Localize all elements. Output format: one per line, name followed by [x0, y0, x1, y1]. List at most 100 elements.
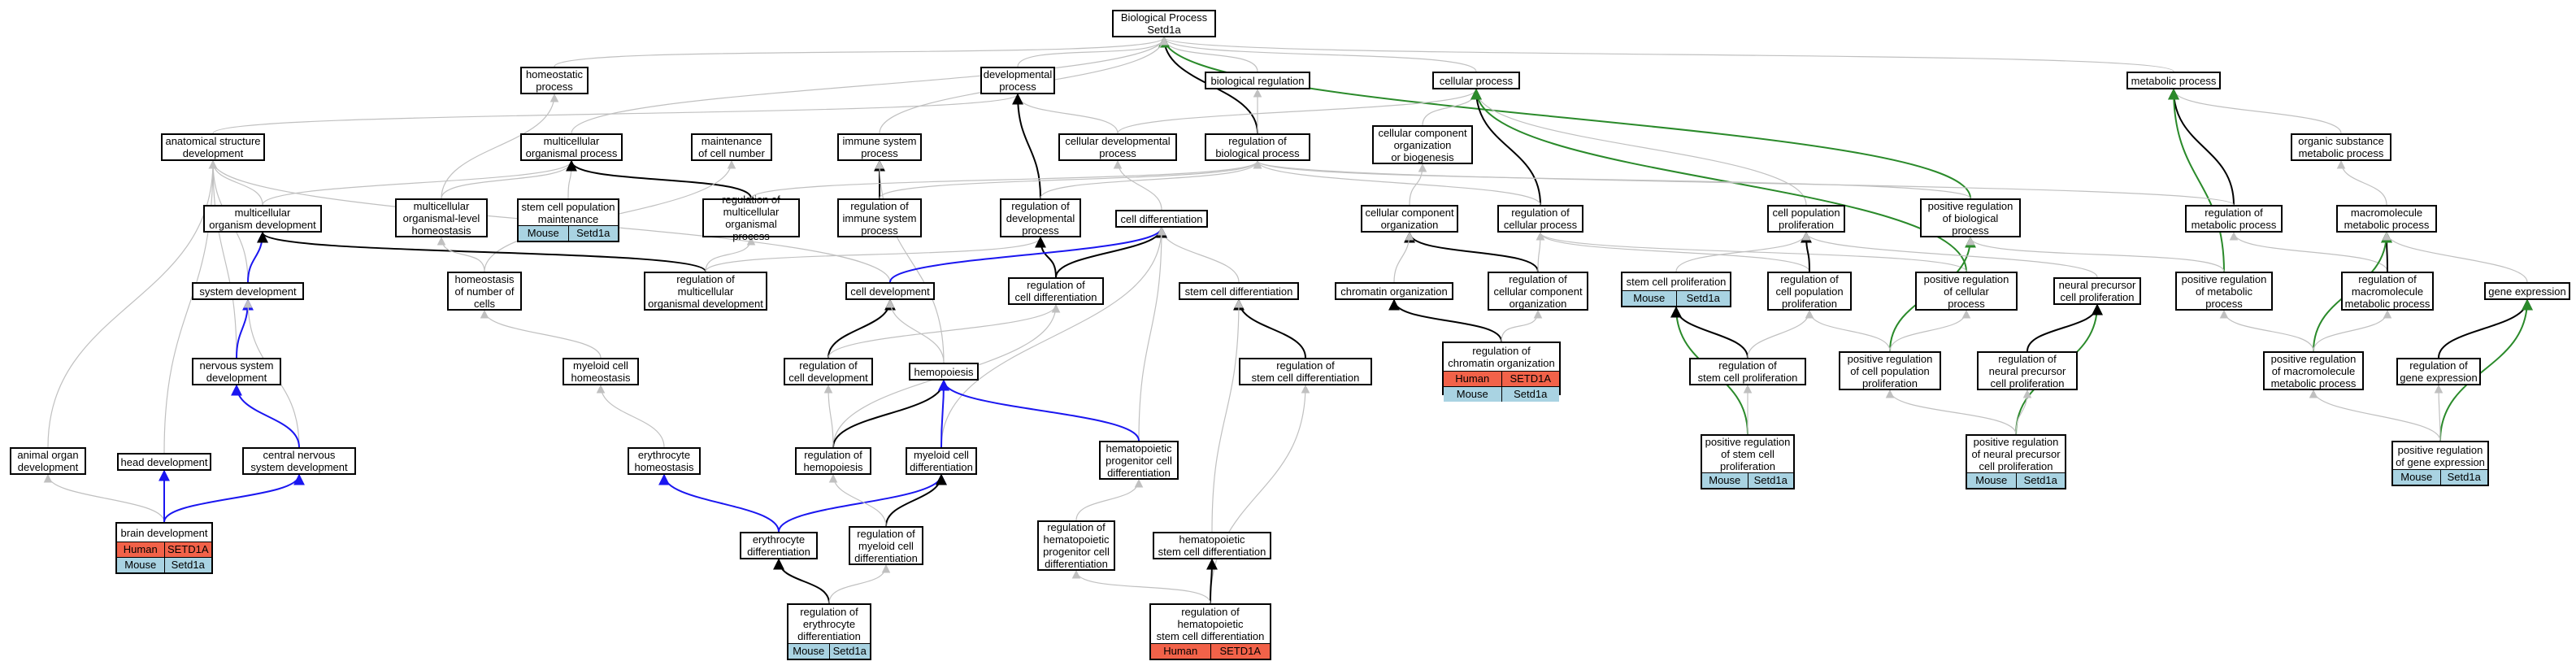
node-multicellular-organism-development[interactable]: multicellular organism development: [203, 205, 322, 233]
node-system-development[interactable]: system development: [192, 282, 304, 300]
species-cell: Mouse: [1702, 473, 1748, 488]
node-regulation-of-metabolic-process[interactable]: regulation of metabolic process: [2185, 205, 2283, 233]
node-regulation-of-hematopoietic-progenitor-cell-differentiation[interactable]: regulation of hematopoietic progenitor c…: [1037, 520, 1115, 571]
edge-reg_scp-to-scp: [1670, 306, 1748, 359]
node-organic-substance-metabolic-process[interactable]: organic substance metabolic process: [2291, 133, 2391, 161]
node-regulation-of-cell-development[interactable]: regulation of cell development: [784, 358, 873, 385]
node-gene-expression[interactable]: gene expression: [2484, 282, 2570, 300]
node-animal-organ-development[interactable]: animal organ development: [10, 447, 86, 475]
node-myeloid-cell-differentiation[interactable]: myeloid cell differentiation: [906, 447, 977, 475]
node-homeostasis-of-number-of-cells[interactable]: homeostasis of number of cells: [447, 272, 522, 311]
node-stem-cell-differentiation[interactable]: stem cell differentiation: [1179, 282, 1299, 300]
node-regulation-of-stem-cell-proliferation[interactable]: regulation of stem cell proliferation: [1689, 358, 1806, 385]
edge-reg_macro-to-reg_met: [2229, 231, 2388, 272]
edge-nsd-to-sys_dev: [236, 298, 254, 359]
node-developmental-process[interactable]: developmental process: [980, 67, 1055, 94]
edge-stem_diff-to-cell_diff: [1157, 226, 1240, 283]
node-immune-system-process[interactable]: immune system process: [837, 133, 922, 161]
node-regulation-of-macromolecule-metabolic-process[interactable]: regulation of macromolecule metabolic pr…: [2341, 272, 2434, 311]
node-metabolic-process[interactable]: metabolic process: [2126, 72, 2221, 89]
node-head-development[interactable]: head development: [117, 453, 211, 471]
node-label: organic substance metabolic process: [2298, 135, 2384, 159]
node-positive-regulation-of-macromolecule-metabolic-process[interactable]: positive regulation of macromolecule met…: [2263, 351, 2364, 390]
edge-reg_ery-to-reg_myeloid: [828, 563, 891, 604]
node-label: regulation of hematopoietic stem cell di…: [1156, 606, 1265, 642]
node-hematopoietic-progenitor-cell-differentiation[interactable]: hematopoietic progenitor cell differenti…: [1099, 441, 1179, 480]
node-regulation-of-gene-expression[interactable]: regulation of gene expression: [2396, 358, 2481, 385]
node-label: immune system process: [842, 135, 917, 159]
node-cellular-developmental-process[interactable]: cellular developmental process: [1058, 133, 1177, 161]
node-positive-regulation-of-cellular-process[interactable]: positive regulation of cellular process: [1915, 272, 2018, 311]
node-chromatin-organization[interactable]: chromatin organization: [1335, 282, 1453, 300]
node-label: stem cell proliferation: [1626, 276, 1727, 288]
node-positive-regulation-of-stem-cell-proliferation[interactable]: positive regulation of stem cell prolife…: [1701, 434, 1795, 489]
node-regulation-of-cellular-process[interactable]: regulation of cellular process: [1497, 205, 1583, 233]
node-regulation-of-cellular-component-organization[interactable]: regulation of cellular component organiz…: [1488, 272, 1588, 311]
edge-hemopoiesis-to-cell_dev: [885, 298, 945, 363]
node-hemopoiesis[interactable]: hemopoiesis: [909, 363, 979, 381]
node-label: multicellular organism development: [209, 207, 316, 231]
edge-org_sub-to-metabolic: [2169, 88, 2342, 134]
node-hematopoietic-stem-cell-differentiation[interactable]: hematopoietic stem cell differentiation: [1153, 532, 1271, 559]
node-maintenance-of-cell-number[interactable]: maintenance of cell number: [691, 133, 772, 161]
edge-reg_hscd-to-reg_hpcd: [1071, 569, 1211, 604]
node-homeostatic-process[interactable]: homeostatic process: [520, 67, 589, 94]
node-positive-regulation-of-metabolic-process[interactable]: positive regulation of metabolic process: [2175, 272, 2273, 311]
node-label: positive regulation of cell population p…: [1847, 352, 1933, 389]
edge-pos_reg_npcp-to-pos_reg_cpp: [1885, 389, 2017, 435]
edge-ery_diff-to-myeloid_diff: [778, 473, 947, 533]
node-label: regulation of cellular process: [1503, 207, 1578, 231]
node-regulation-of-myeloid-cell-differentiation[interactable]: regulation of myeloid cell differentiati…: [849, 526, 923, 565]
node-regulation-of-stem-cell-differentiation[interactable]: regulation of stem cell differentiation: [1239, 358, 1372, 385]
node-cell-population-proliferation[interactable]: cell population proliferation: [1767, 205, 1845, 233]
node-multicellular-organismal-process[interactable]: multicellular organismal process: [520, 133, 623, 161]
edge-reg_cell_diff-to-reg_dev: [1035, 236, 1057, 278]
node-central-nervous-system-development[interactable]: central nervous system development: [242, 447, 356, 475]
node-regulation-of-multicellular-organismal-development[interactable]: regulation of multicellular organismal d…: [644, 272, 767, 311]
edge-pos_reg_macro-to-pos_reg_met: [2219, 309, 2314, 352]
edge-reg_gene_exp-to-gene_exp: [2438, 298, 2533, 359]
node-regulation-of-immune-system-process[interactable]: regulation of immune system process: [837, 198, 922, 237]
edge-pos_reg_macro-to-reg_macro: [2313, 309, 2392, 352]
node-label: regulation of metabolic process: [2191, 207, 2277, 231]
node-positive-regulation-of-biological-process[interactable]: positive regulation of biological proces…: [1920, 198, 2021, 237]
node-regulation-of-hematopoietic-stem-cell-differentiation[interactable]: regulation of hematopoietic stem cell di…: [1149, 603, 1271, 660]
node-cell-differentiation[interactable]: cell differentiation: [1115, 210, 1208, 228]
node-regulation-of-multicellular-organismal-process[interactable]: regulation of multicellular organismal p…: [702, 194, 800, 242]
gene-cell: SETD1A: [1210, 644, 1270, 659]
node-cellular-process[interactable]: cellular process: [1432, 72, 1520, 89]
node-macromolecule-metabolic-process[interactable]: macromolecule metabolic process: [2336, 205, 2437, 233]
node-regulation-of-erythrocyte-differentiation[interactable]: regulation of erythrocyte differentiatio…: [787, 603, 871, 660]
node-multicellular-organismal-level-homeostasis[interactable]: multicellular organismal-level homeostas…: [395, 198, 488, 237]
edge-cell_dev-to-cell_diff: [889, 226, 1167, 283]
node-positive-regulation-of-cell-population-proliferation[interactable]: positive regulation of cell population p…: [1839, 351, 1941, 390]
node-myeloid-cell-homeostasis[interactable]: myeloid cell homeostasis: [563, 358, 639, 385]
edge-reg_dev-to-dev_proc: [1012, 93, 1041, 199]
node-neural-precursor-cell-proliferation[interactable]: neural precursor cell proliferation: [2053, 277, 2141, 305]
node-regulation-of-neural-precursor-cell-proliferation[interactable]: regulation of neural precursor cell prol…: [1977, 351, 2078, 390]
node-label: positive regulation of gene expression: [2396, 443, 2485, 468]
node-erythrocyte-differentiation[interactable]: erythrocyte differentiation: [740, 532, 818, 559]
node-nervous-system-development[interactable]: nervous system development: [192, 358, 281, 385]
node-regulation-of-developmental-process[interactable]: regulation of developmental process: [1000, 198, 1081, 237]
node-biological-regulation[interactable]: biological regulation: [1205, 72, 1310, 89]
node-regulation-of-cell-differentiation[interactable]: regulation of cell differentiation: [1008, 277, 1104, 305]
node-cellular-component-organization-or-biogenesis[interactable]: cellular component organization or bioge…: [1372, 125, 1473, 164]
node-regulation-of-hemopoiesis[interactable]: regulation of hemopoiesis: [795, 447, 871, 475]
node-label: regulation of neural precursor cell prol…: [1988, 352, 2066, 389]
node-label: regulation of hemopoiesis: [803, 449, 863, 473]
node-anatomical-structure-development[interactable]: anatomical structure development: [161, 133, 265, 161]
node-cell-development[interactable]: cell development: [845, 282, 935, 300]
node-cellular-component-organization[interactable]: cellular component organization: [1361, 205, 1458, 233]
node-positive-regulation-of-neural-precursor-cell-proliferation[interactable]: positive regulation of neural precursor …: [1966, 434, 2066, 489]
node-erythrocyte-homeostasis[interactable]: erythrocyte homeostasis: [628, 447, 701, 475]
node-biological-process[interactable]: Biological Process Setd1a: [1112, 10, 1216, 37]
node-regulation-of-biological-process[interactable]: regulation of biological process: [1205, 133, 1310, 161]
node-regulation-of-cell-population-proliferation[interactable]: regulation of cell population proliferat…: [1767, 272, 1852, 311]
